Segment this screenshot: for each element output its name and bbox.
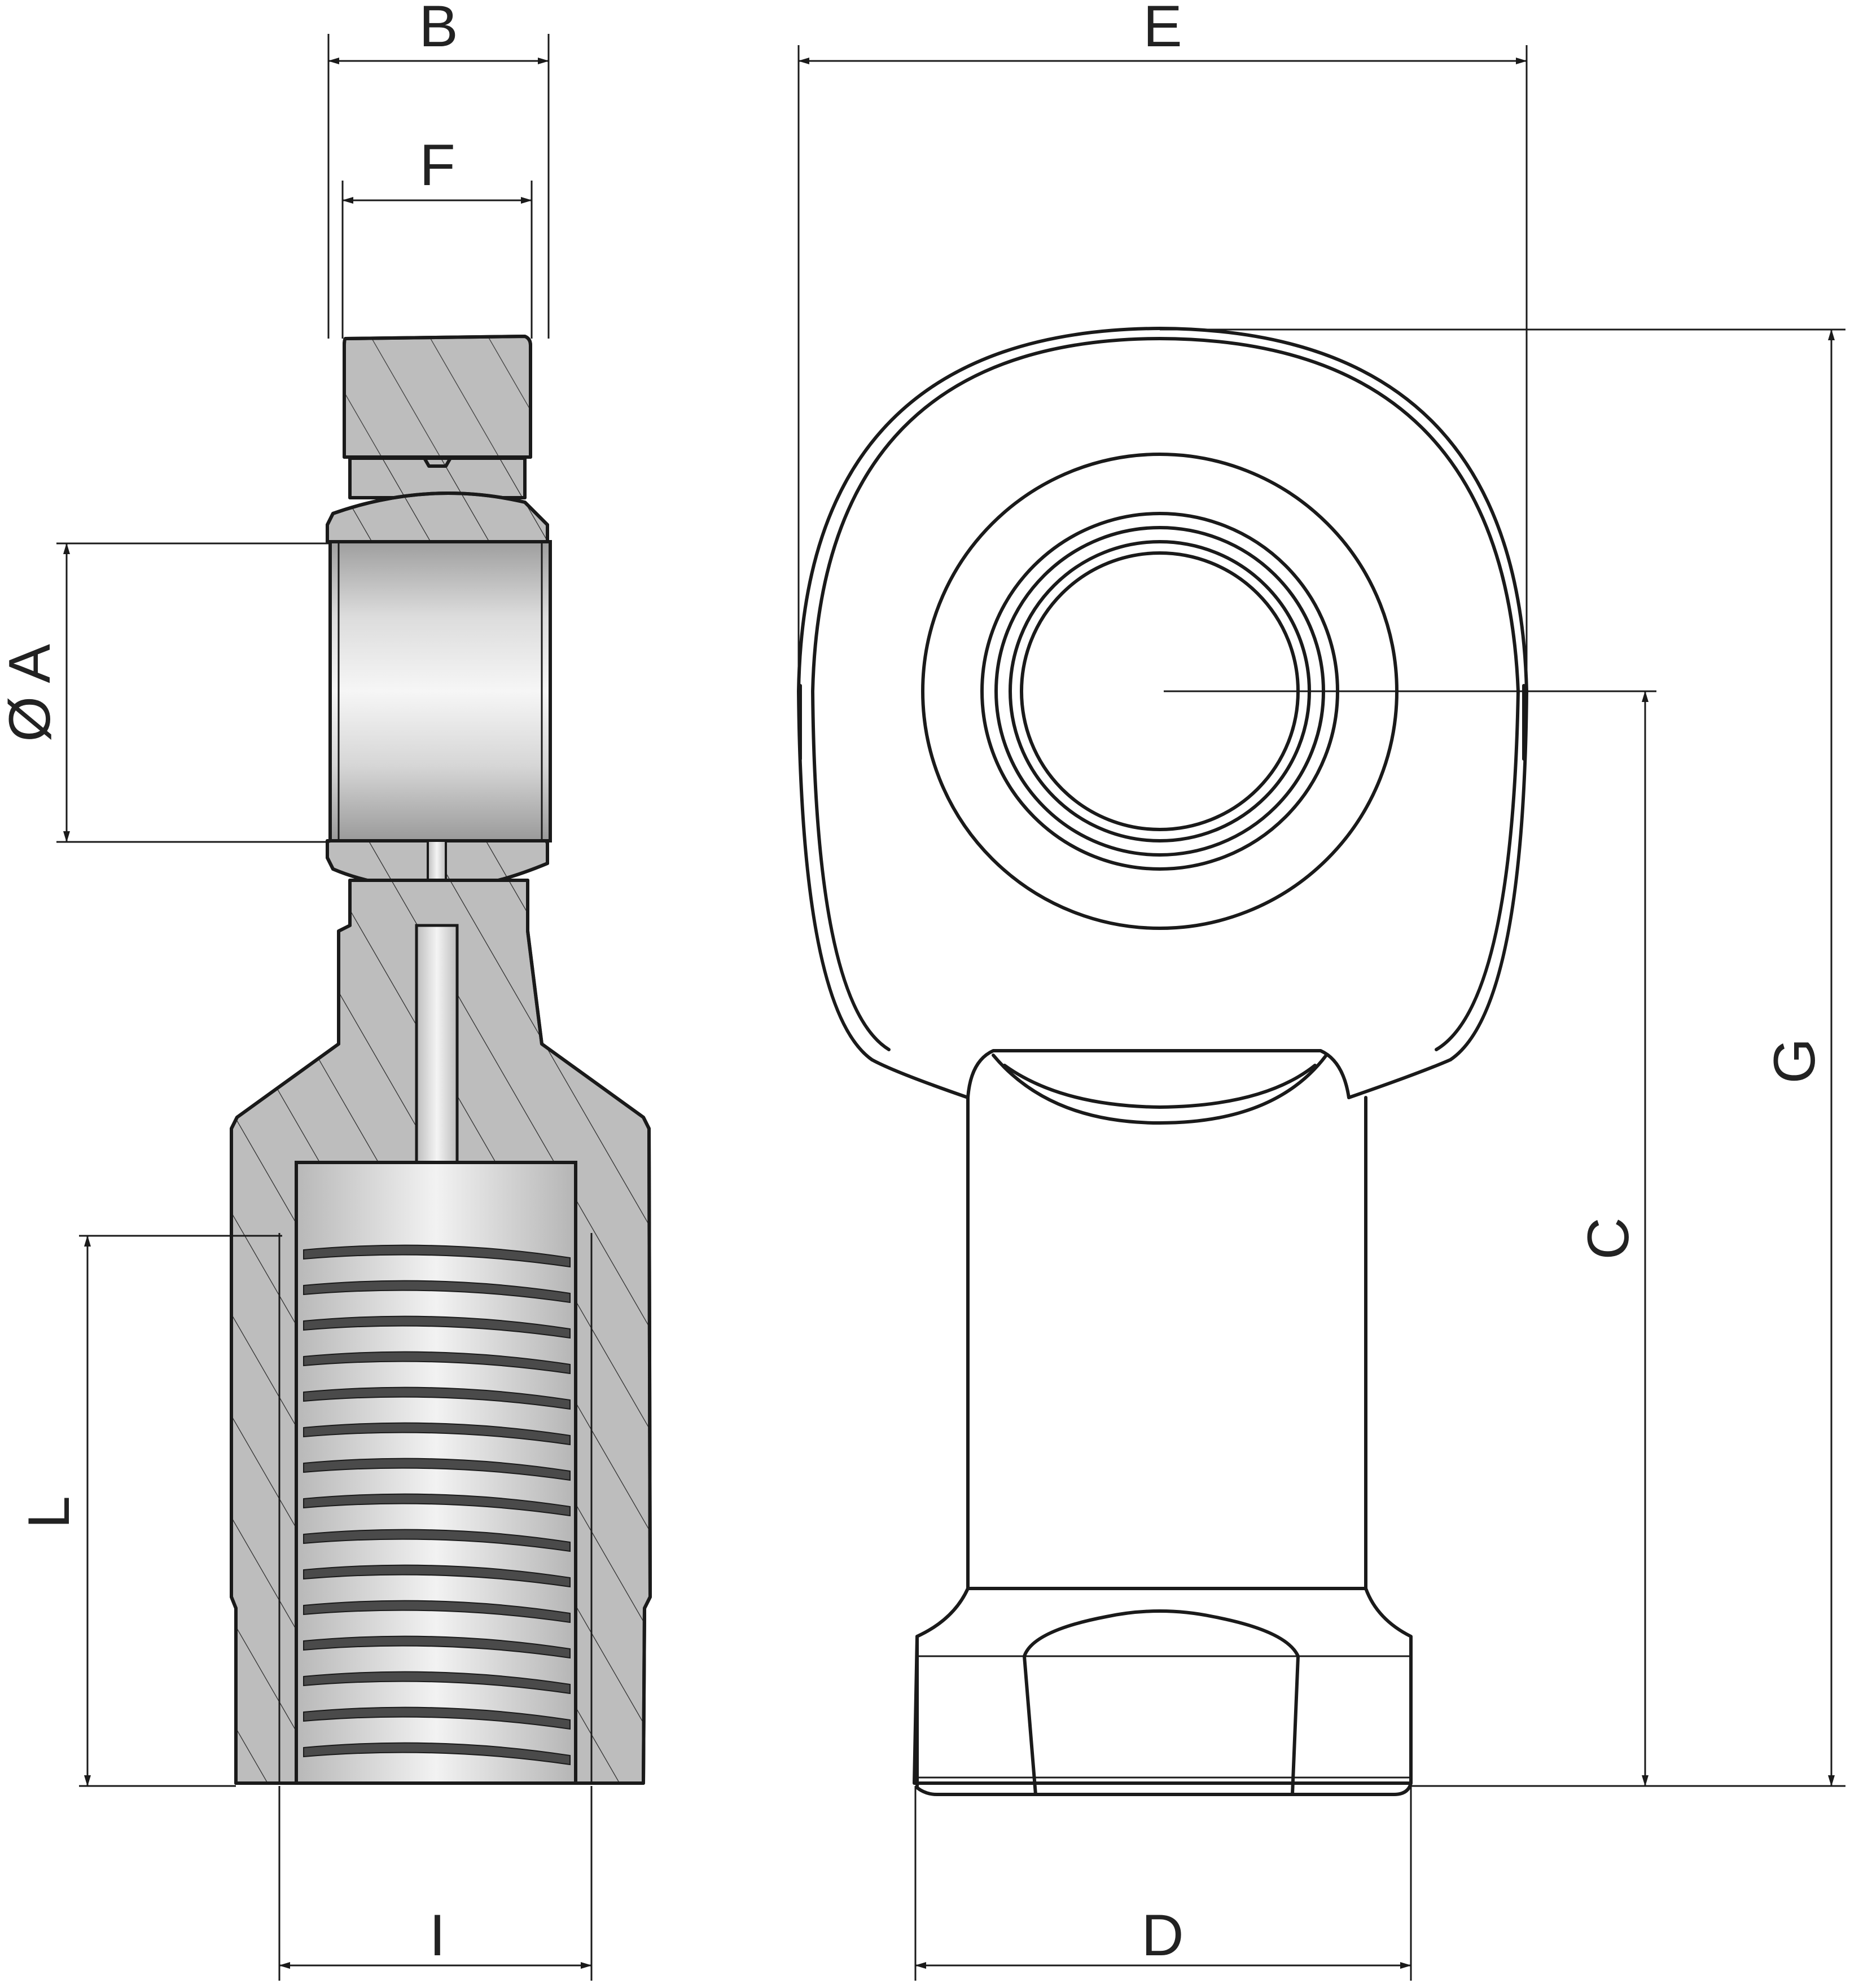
label-f: F (419, 133, 455, 198)
thread-crest (303, 1280, 571, 1304)
front-view (797, 327, 1528, 1796)
dimension-labels: B F E Ø A L I D C G (0, 0, 1827, 1968)
thread-crest (303, 1351, 571, 1375)
label-a: Ø A (0, 644, 63, 742)
rod-end-body (230, 879, 652, 1785)
outer-ring-top (343, 335, 532, 499)
dimension-lines (56, 34, 1845, 1981)
label-i: I (429, 1903, 446, 1968)
spherical-ball (328, 540, 552, 842)
internal-threads (303, 1244, 571, 1766)
section-view (230, 335, 652, 1785)
label-b: B (419, 0, 458, 59)
thread-crest (303, 1458, 571, 1481)
label-d: D (1141, 1903, 1183, 1968)
inner-race-top (326, 491, 549, 543)
thread-crest (303, 1422, 571, 1446)
thread-crest (303, 1315, 571, 1339)
thread-crest (303, 1600, 571, 1623)
thread-crest (303, 1564, 571, 1588)
label-g: G (1762, 1038, 1827, 1084)
thread-crest (303, 1742, 571, 1766)
label-l: L (16, 1496, 82, 1529)
thread-crest (303, 1244, 571, 1268)
thread-crest (303, 1386, 571, 1410)
thread-crest (303, 1493, 571, 1517)
label-c: C (1576, 1217, 1641, 1259)
thread-crest (303, 1706, 571, 1730)
thread-crest (303, 1529, 571, 1552)
thread-crest (303, 1635, 571, 1659)
label-e: E (1143, 0, 1182, 59)
thread-crest (303, 1671, 571, 1695)
